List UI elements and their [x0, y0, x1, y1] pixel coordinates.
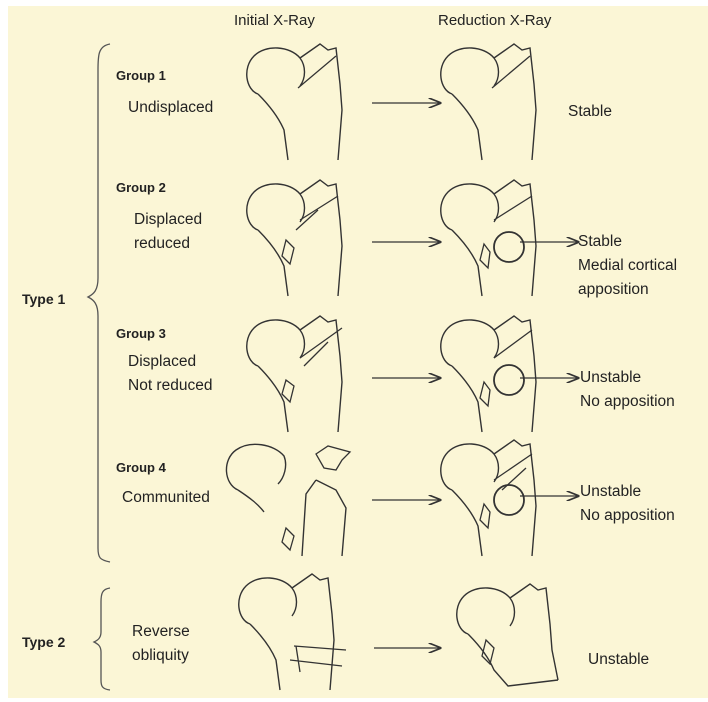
group2-initial-femur [247, 180, 342, 296]
type2-outcome-line: Unstable [588, 648, 649, 672]
group4-reduced-femur [441, 440, 536, 556]
group2-desc-line: reduced [134, 232, 202, 256]
group2-desc-line: Displaced [134, 208, 202, 232]
group3-reduced-femur [441, 316, 536, 432]
group1-title: Group 1 [116, 68, 166, 83]
group3-desc-line: Not reduced [128, 374, 212, 398]
group2-description: Displaced reduced [134, 208, 202, 256]
group1-outcome: Stable [568, 100, 612, 124]
group3-desc-line: Displaced [128, 350, 212, 374]
type1-brace [88, 44, 110, 562]
group3-outcome: Unstable No apposition [580, 366, 675, 414]
group2-outcome-line: apposition [578, 278, 677, 302]
type2-outcome: Unstable [588, 648, 649, 672]
group2-outcome-line: Medial cortical [578, 254, 677, 278]
group4-outcome-line: Unstable [580, 480, 675, 504]
group3-outcome-line: No apposition [580, 390, 675, 414]
group4-desc-line: Communited [122, 486, 210, 510]
group3-outcome-line: Unstable [580, 366, 675, 390]
group1-outcome-line: Stable [568, 100, 612, 124]
type1-label: Type 1 [22, 291, 65, 307]
group2-apposition-circle [494, 232, 524, 262]
group4-apposition-circle [494, 485, 524, 515]
group3-title: Group 3 [116, 326, 166, 341]
group4-outcome-line: No apposition [580, 504, 675, 528]
type2-initial-femur [239, 574, 346, 690]
type2-desc-line: Reverse [132, 620, 190, 644]
group3-apposition-circle [494, 365, 524, 395]
group4-initial-femur [226, 444, 350, 556]
group1-reduced-femur [441, 44, 536, 160]
group2-outcome: Stable Medial cortical apposition [578, 230, 677, 302]
group1-description: Undisplaced [128, 96, 213, 120]
type2-description: Reverse obliquity [132, 620, 190, 668]
group3-description: Displaced Not reduced [128, 350, 212, 398]
group4-description: Communited [122, 486, 210, 510]
group1-initial-femur [247, 44, 342, 160]
group4-outcome: Unstable No apposition [580, 480, 675, 528]
type2-label: Type 2 [22, 634, 65, 650]
initial-xray-header: Initial X-Ray [234, 12, 315, 29]
group2-outcome-line: Stable [578, 230, 677, 254]
type2-desc-line: obliquity [132, 644, 190, 668]
type2-brace [94, 588, 110, 690]
reduction-xray-header: Reduction X-Ray [438, 12, 551, 29]
group1-desc-line: Undisplaced [128, 96, 213, 120]
type2-reduced-femur [457, 584, 558, 686]
group3-initial-femur [247, 316, 342, 432]
group4-title: Group 4 [116, 460, 166, 475]
group2-title: Group 2 [116, 180, 166, 195]
